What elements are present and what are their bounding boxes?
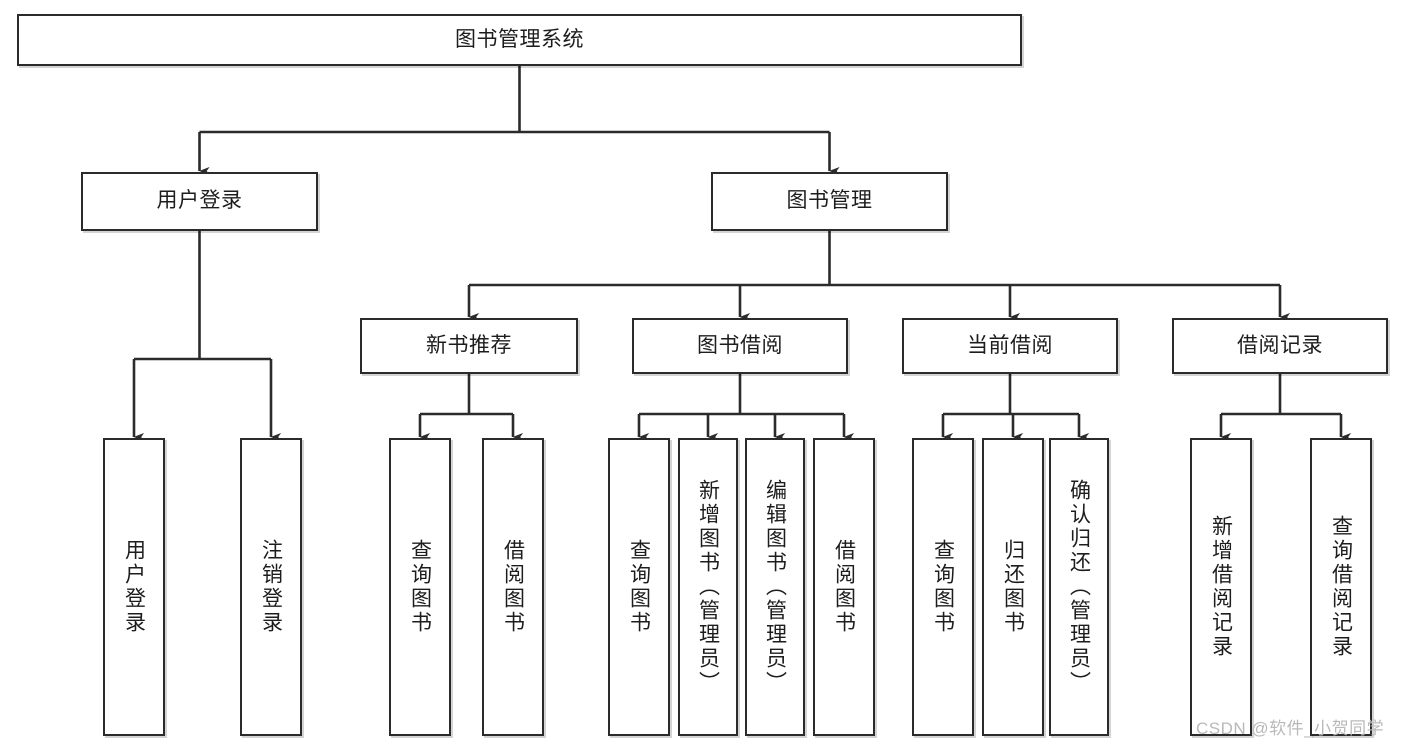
- node-label: 新书推荐: [426, 333, 512, 357]
- node-leaf-add-book[interactable]: 新增图书（管理员）: [678, 438, 738, 736]
- node-leaf-query-book-3[interactable]: 查询图书: [912, 438, 974, 736]
- node-label: 借阅图书: [832, 539, 856, 635]
- node-label: 归还图书: [1001, 539, 1025, 635]
- node-label: 查询图书: [627, 539, 651, 635]
- node-label: 图书管理: [786, 189, 873, 213]
- node-leaf-borrow-book-1[interactable]: 借阅图书: [482, 438, 544, 736]
- node-l3-book-borrow[interactable]: 图书借阅: [632, 318, 848, 374]
- watermark-text: CSDN @软件_小贺同学: [1196, 719, 1385, 738]
- node-leaf-return-book[interactable]: 归还图书: [982, 438, 1044, 736]
- node-label: 图书管理系统: [455, 27, 584, 51]
- node-leaf-edit-book[interactable]: 编辑图书（管理员）: [745, 438, 805, 736]
- node-l2-book-mgmt[interactable]: 图书管理: [711, 172, 948, 231]
- node-leaf-query-book-2[interactable]: 查询图书: [608, 438, 670, 736]
- node-label: 借阅图书: [501, 539, 525, 635]
- node-l3-borrow-record[interactable]: 借阅记录: [1172, 318, 1388, 374]
- node-label: 注销登录: [259, 539, 283, 635]
- node-label: 用户登录: [156, 189, 243, 213]
- node-leaf-confirm-return[interactable]: 确认归还（管理员）: [1049, 438, 1109, 736]
- node-leaf-query-record[interactable]: 查询借阅记录: [1310, 438, 1372, 736]
- node-label: 用户登录: [122, 539, 146, 635]
- node-label: 图书借阅: [697, 333, 783, 357]
- node-label: 当前借阅: [967, 333, 1053, 357]
- node-leaf-add-record[interactable]: 新增借阅记录: [1190, 438, 1252, 736]
- node-l3-current-borrow[interactable]: 当前借阅: [902, 318, 1118, 374]
- node-label: 查询图书: [408, 539, 432, 635]
- node-leaf-user-login[interactable]: 用户登录: [103, 438, 165, 736]
- node-label: 借阅记录: [1237, 333, 1323, 357]
- node-l2-user-login[interactable]: 用户登录: [81, 172, 318, 231]
- node-label: 查询图书: [931, 539, 955, 635]
- node-label: 新增图书（管理员）: [696, 479, 720, 695]
- node-label: 新增借阅记录: [1209, 515, 1233, 659]
- node-leaf-borrow-book-2[interactable]: 借阅图书: [813, 438, 875, 736]
- connector-lines: [132, 66, 1352, 442]
- node-label: 编辑图书（管理员）: [763, 479, 787, 695]
- node-leaf-query-book-1[interactable]: 查询图书: [389, 438, 451, 736]
- node-leaf-logout[interactable]: 注销登录: [240, 438, 302, 736]
- node-root[interactable]: 图书管理系统: [17, 14, 1022, 66]
- node-l3-new-book-rec[interactable]: 新书推荐: [360, 318, 578, 374]
- node-label: 查询借阅记录: [1329, 515, 1353, 659]
- node-label: 确认归还（管理员）: [1067, 479, 1091, 695]
